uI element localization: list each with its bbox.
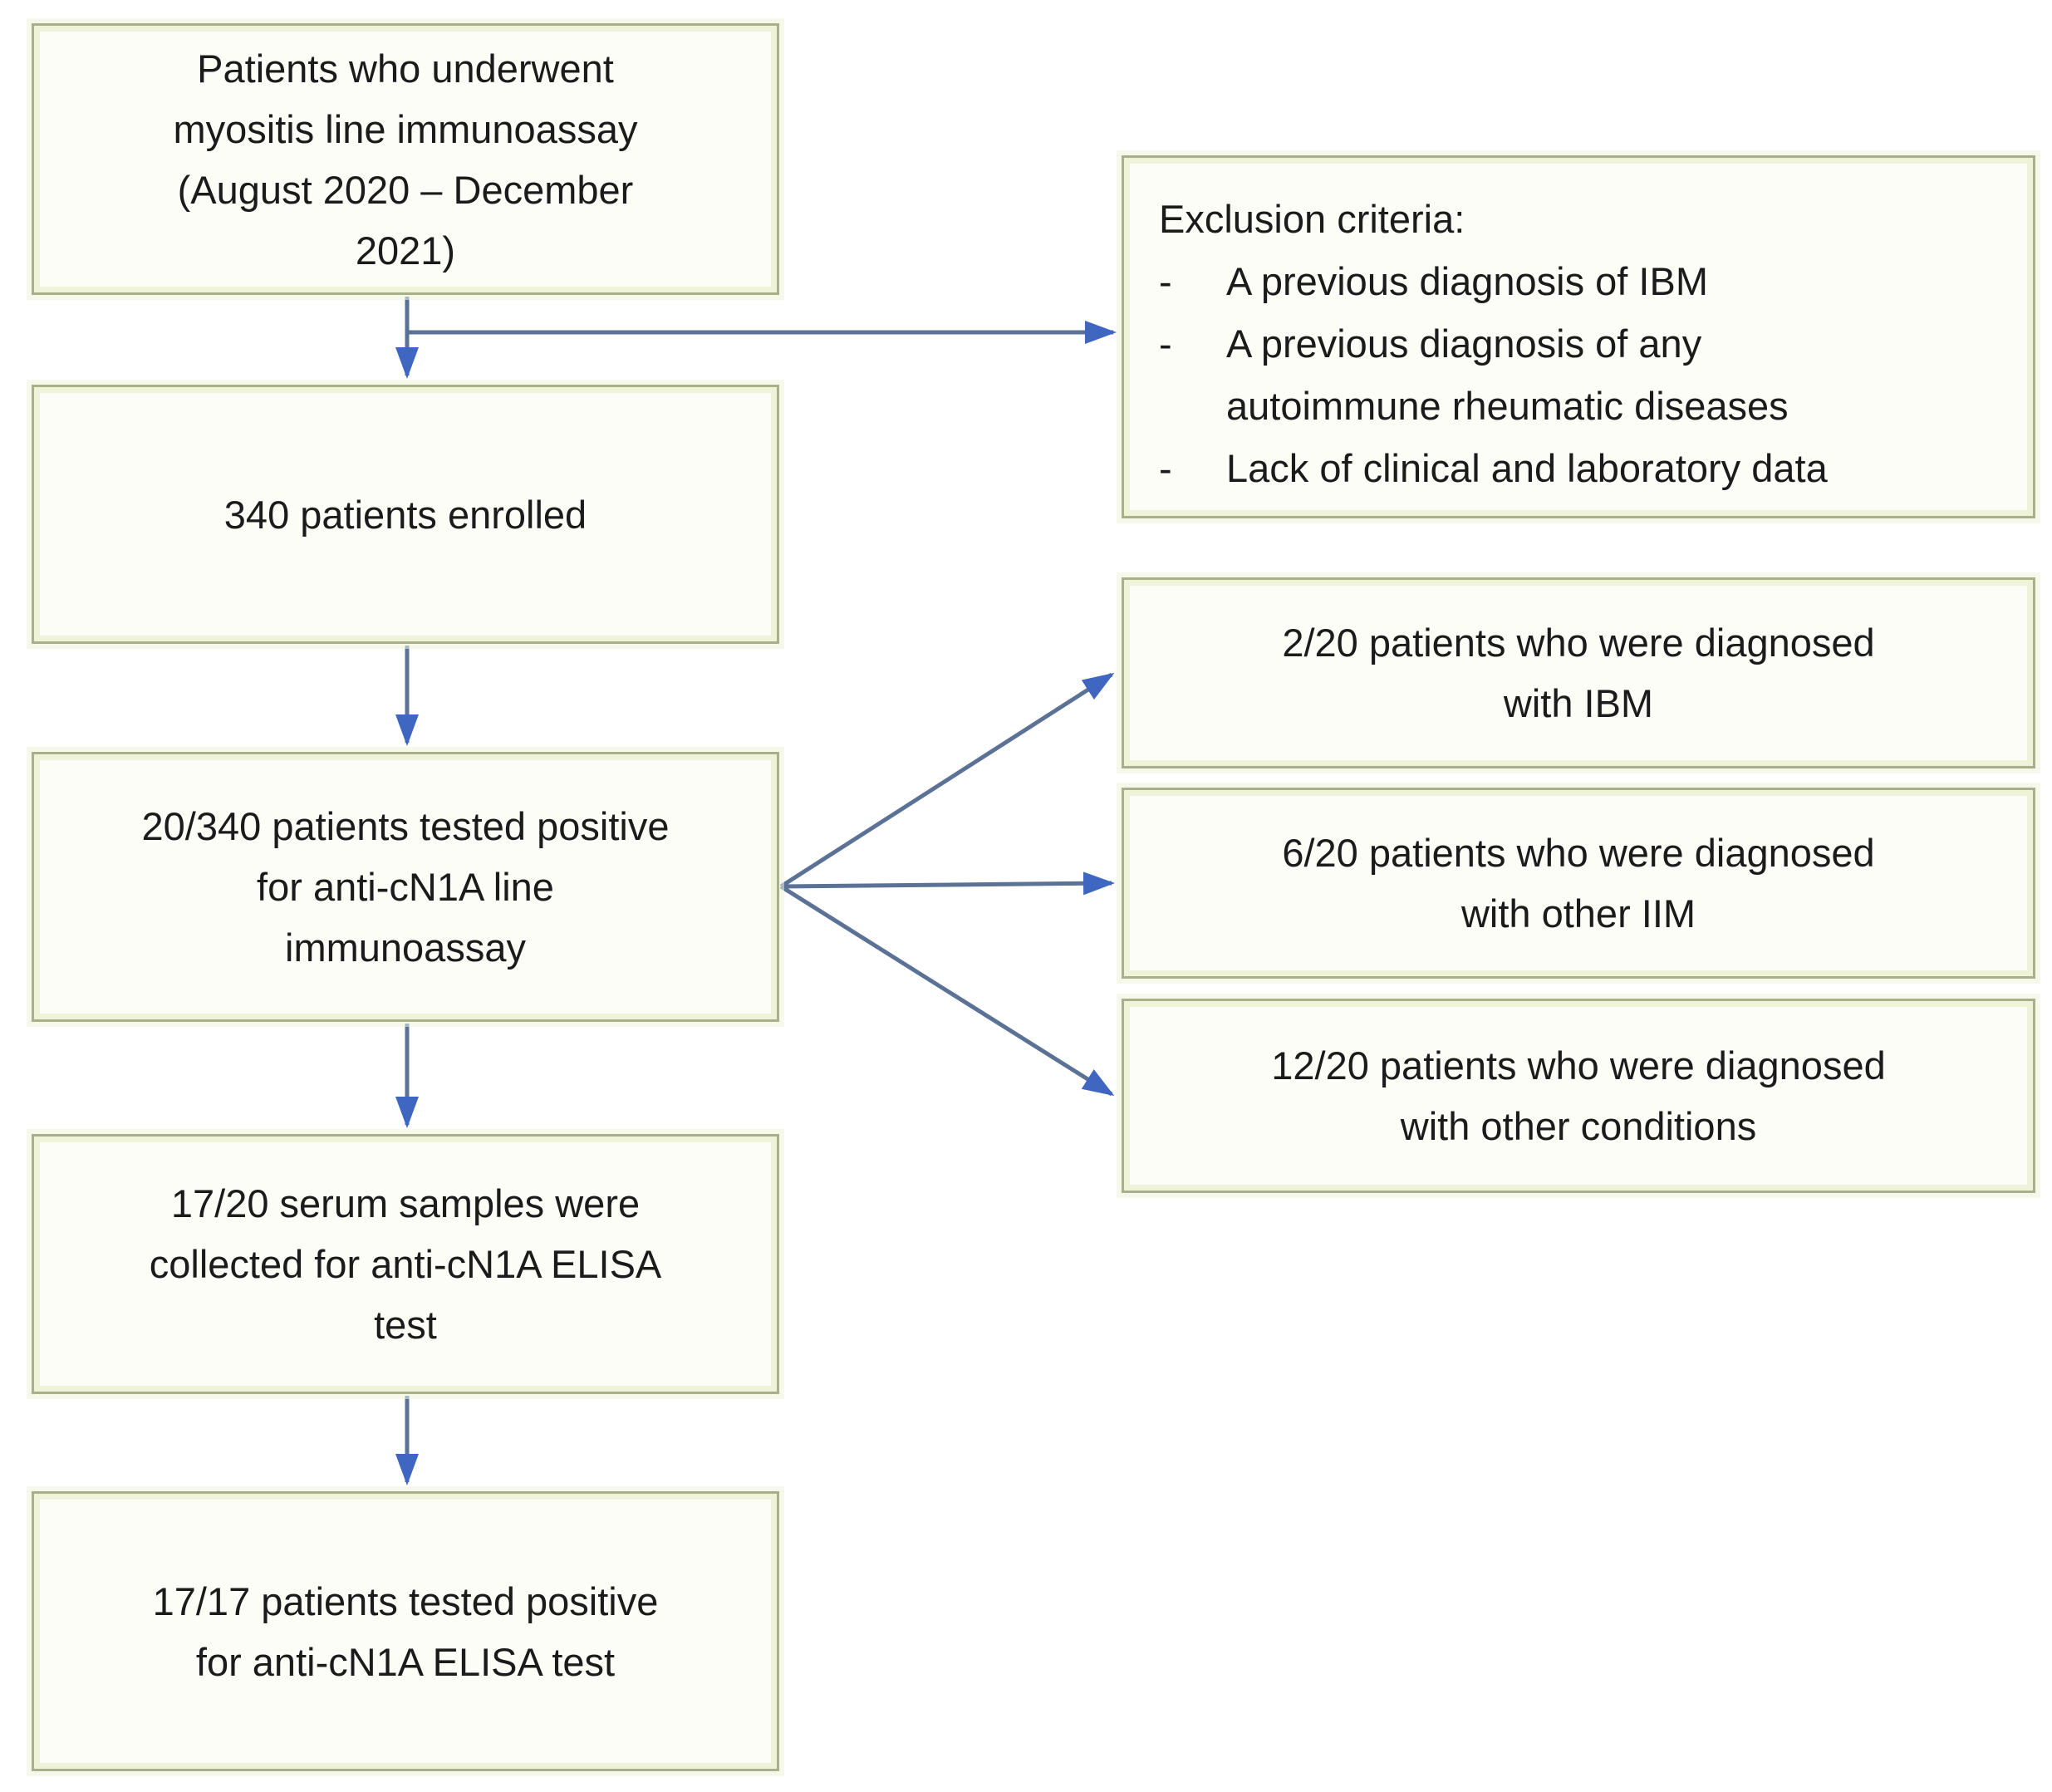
- dash-bullet: -: [1159, 446, 1172, 490]
- exclusion-item-text: Lack of clinical and laboratory data: [1226, 446, 1828, 490]
- arrow-fan-to-other-iim: [780, 871, 1115, 896]
- exclusion-criteria-title: Exclusion criteria:: [1159, 197, 1465, 241]
- arrow-fan-to-ibm: [779, 672, 1115, 889]
- box-patients-enrolled: 340 patients enrolled: [32, 385, 779, 644]
- dash-bullet: -: [1159, 259, 1172, 303]
- arrow-fan-to-other-conditions: [779, 884, 1115, 1097]
- exclusion-item: - A previous diagnosis of IBM: [1159, 250, 2008, 312]
- box-patients-enrolled-text: 340 patients enrolled: [223, 492, 587, 537]
- box-exclusion-criteria: Exclusion criteria: - A previous diagnos…: [1122, 155, 2035, 518]
- dash-bullet: -: [1159, 322, 1172, 366]
- exclusion-item: - Lack of clinical and laboratory data: [1159, 437, 2008, 499]
- exclusion-item-text: A previous diagnosis of IBM: [1226, 259, 1708, 303]
